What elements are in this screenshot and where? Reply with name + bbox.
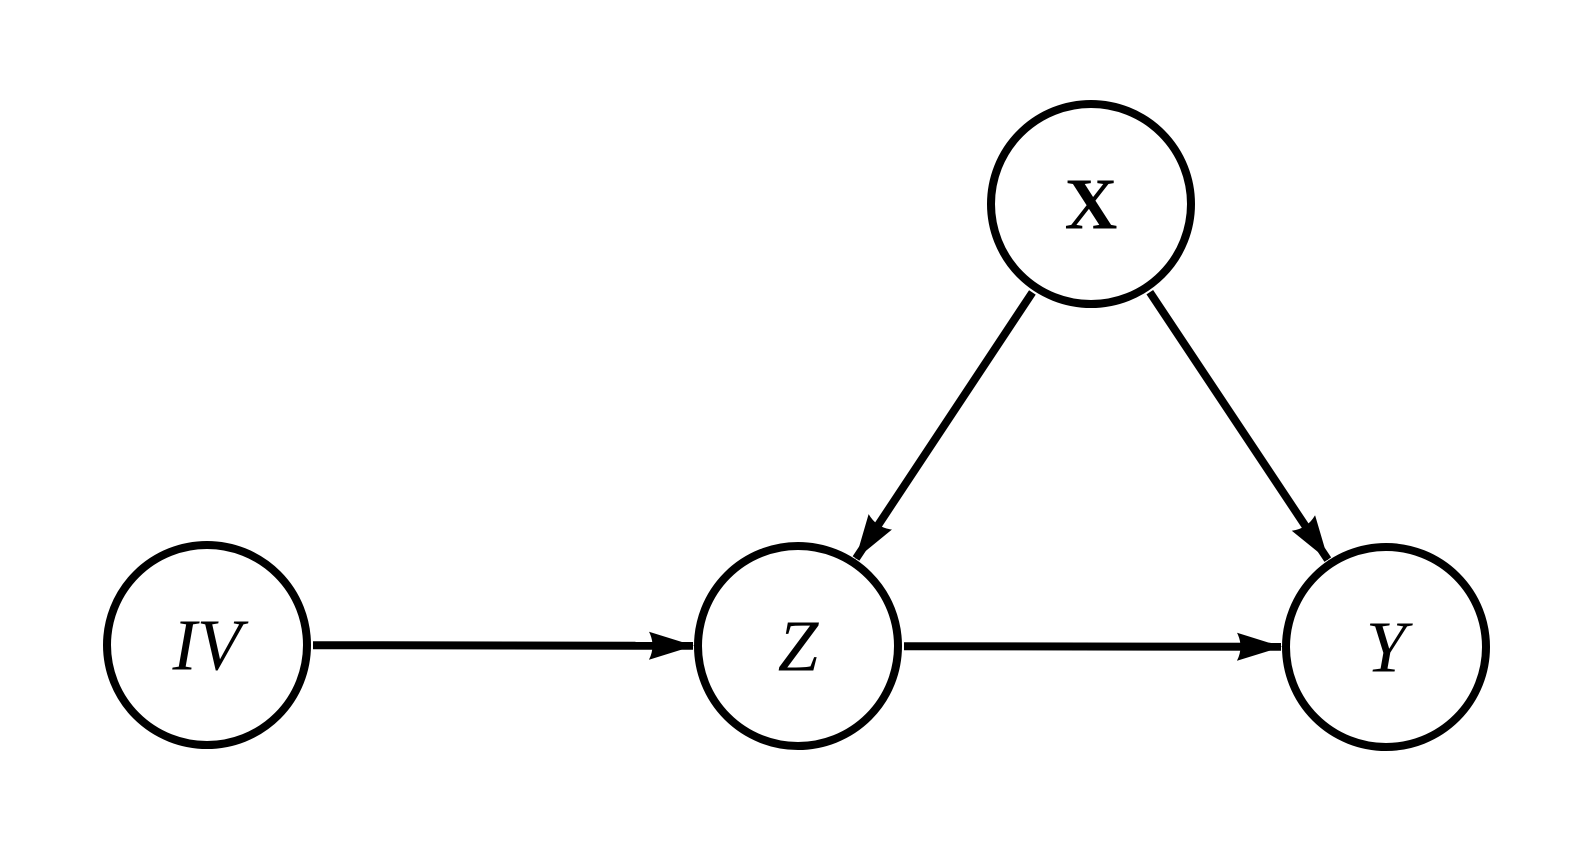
edge-Z-to-Y [903, 632, 1282, 661]
node-circle-Y [1282, 543, 1490, 751]
node-circle-Z [694, 542, 902, 750]
node-label-Z: Z [778, 606, 820, 687]
nodes-layer: IV X Z Y [103, 100, 1490, 751]
node-circle-IV [103, 541, 311, 749]
edge-X-to-Y [1146, 289, 1332, 562]
node-label-X: X [1065, 164, 1118, 245]
node-circle-X [987, 100, 1195, 308]
edge-X-to-Z [852, 290, 1036, 561]
node-label-Y: Y [1366, 607, 1414, 688]
edges-layer [312, 289, 1332, 661]
node-label-IV: IV [172, 605, 249, 686]
edge-IV-to-Z [312, 631, 694, 660]
